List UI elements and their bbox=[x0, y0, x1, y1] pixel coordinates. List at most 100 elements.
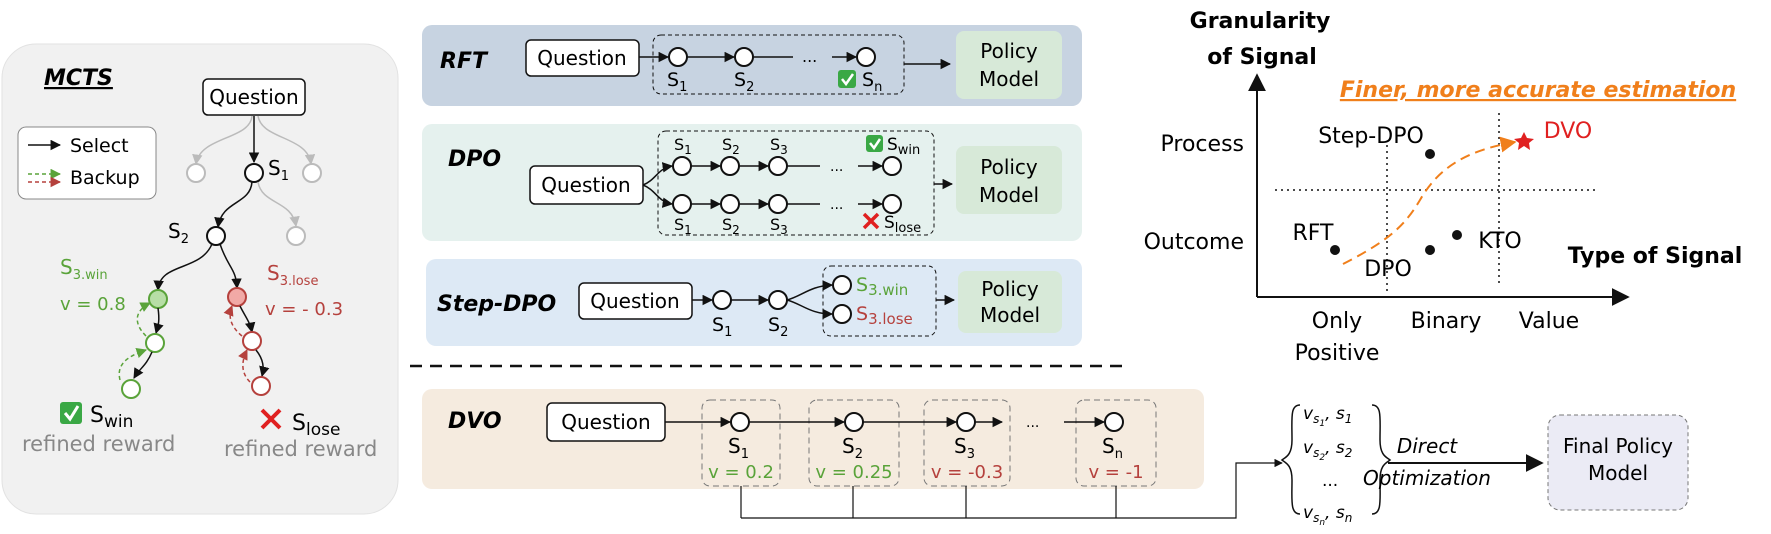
stepdpo-row: Step-DPO Question S1 S2 S3.win S3.lose P… bbox=[426, 259, 1082, 346]
dpo-question-label: Question bbox=[541, 173, 630, 197]
dpo-bottom-dots: ... bbox=[830, 197, 843, 213]
rft-label-sn: Sn bbox=[862, 69, 882, 95]
node-s2 bbox=[206, 226, 226, 246]
dvo-node-s2 bbox=[844, 412, 864, 432]
label-s1: S1 bbox=[268, 156, 289, 184]
lose-cross-icon bbox=[260, 408, 282, 430]
point-kto bbox=[1452, 230, 1462, 240]
point-rft bbox=[1330, 245, 1340, 255]
caption-refined-reward-lose: refined reward bbox=[224, 437, 377, 461]
dpo-label: DPO bbox=[448, 147, 501, 172]
rft-check-icon bbox=[838, 70, 856, 88]
node-s3-win bbox=[148, 289, 168, 309]
mcts-question-box bbox=[202, 78, 306, 116]
dvo-step-box bbox=[808, 399, 900, 487]
dvo-step-box bbox=[701, 399, 781, 487]
dpo-bottom-s2: S2 bbox=[722, 215, 740, 237]
dvo-dots: ... bbox=[1026, 415, 1039, 431]
final-policy-box bbox=[1547, 414, 1689, 511]
dvo-label: DVO bbox=[448, 409, 502, 434]
stepdpo-pair-box bbox=[822, 265, 937, 337]
rft-label-s2: S2 bbox=[734, 69, 754, 95]
dpo-top-dots: ... bbox=[830, 159, 843, 175]
stepdpo-policy-line1: Policy bbox=[981, 277, 1039, 301]
stepdpo-node-s1 bbox=[712, 290, 732, 310]
dvo-value-s2: v = 0.25 bbox=[815, 462, 892, 483]
label-s3-lose: S3.lose bbox=[267, 261, 318, 289]
dpo-pair-box bbox=[657, 130, 935, 236]
dpo-row: DPO Question S1 S2 S3 ... Swin ... bbox=[422, 124, 1082, 241]
dvo-label-s2: S2 bbox=[842, 434, 863, 462]
x-tick-positive: Positive bbox=[1295, 341, 1380, 366]
dpo-top-s2: S2 bbox=[722, 135, 740, 157]
dvo-collector bbox=[740, 458, 1283, 519]
label-s-win: Swin bbox=[90, 403, 133, 432]
select-edge bbox=[214, 181, 253, 229]
stepdpo-node-s2 bbox=[768, 290, 788, 310]
rft-label: RFT bbox=[440, 49, 489, 74]
dvo-node-sn bbox=[1104, 412, 1124, 432]
rft-policy-line1: Policy bbox=[980, 39, 1038, 63]
collector-arrow bbox=[741, 458, 1283, 519]
backup-edge-win bbox=[118, 348, 147, 381]
y-tick-outcome: Outcome bbox=[1144, 230, 1244, 255]
point-dpo bbox=[1425, 245, 1435, 255]
label-s2: S2 bbox=[168, 219, 189, 247]
dpo-label-slose: Slose bbox=[884, 213, 921, 236]
rft-policy-box bbox=[956, 31, 1062, 99]
final-policy-line1: Final Policy bbox=[1563, 434, 1673, 458]
mcts-title: MCTS bbox=[44, 66, 113, 91]
dvo-value-s1: v = 0.2 bbox=[708, 462, 774, 483]
direct-optimization: Direct Optimization bbox=[1363, 434, 1544, 490]
pair-2: vs2, s2 bbox=[1303, 438, 1352, 463]
dvo-row: DVO Question ... S1 S2 S3 Sn v = 0.2 v =… bbox=[422, 389, 1204, 489]
dpo-top-s1: S1 bbox=[674, 135, 692, 157]
point-label-dpo: DPO bbox=[1364, 257, 1412, 282]
dpo-cross-icon bbox=[862, 212, 880, 230]
stepdpo-label-lose: S3.lose bbox=[856, 303, 913, 328]
mcts-legend: Select Backup bbox=[17, 126, 157, 200]
value-s3-win: v = 0.8 bbox=[60, 294, 126, 315]
final-policy: Final Policy Model bbox=[1547, 414, 1689, 511]
stepdpo-question-box bbox=[578, 282, 693, 320]
dpo-win-node bbox=[882, 156, 902, 176]
dvo-question-label: Question bbox=[561, 410, 650, 434]
dpo-lose-node bbox=[882, 194, 902, 214]
dpo-top-node bbox=[672, 156, 692, 176]
left-brace bbox=[1280, 404, 1301, 515]
node-lose-mid bbox=[242, 331, 262, 351]
dpo-policy-line2: Model bbox=[979, 183, 1039, 207]
dpo-label-swin: Swin bbox=[887, 135, 920, 158]
trend-arrow bbox=[1342, 136, 1517, 265]
label-s-lose: Slose bbox=[292, 411, 340, 440]
dpo-bottom-node bbox=[768, 194, 788, 214]
gray-branch bbox=[192, 115, 253, 166]
unexplored-node bbox=[286, 226, 306, 246]
select-edge bbox=[255, 349, 270, 378]
point-label-rft: RFT bbox=[1293, 221, 1335, 246]
edge bbox=[642, 162, 674, 186]
legend-backup: Backup bbox=[70, 167, 140, 189]
dpo-bottom-node bbox=[672, 194, 692, 214]
edge bbox=[642, 184, 674, 208]
dpo-policy-box bbox=[956, 146, 1062, 214]
rft-question-box bbox=[525, 39, 640, 77]
rft-question-label: Question bbox=[537, 46, 626, 70]
select-edge bbox=[219, 243, 242, 290]
pair-n: vsn, sn bbox=[1303, 503, 1352, 528]
mcts-panel: MCTS Select Backup Question S1 S2 bbox=[1, 43, 399, 515]
node-s1 bbox=[244, 163, 264, 183]
right-brace bbox=[1371, 404, 1392, 515]
stepdpo-label-win: S3.win bbox=[856, 274, 908, 299]
y-axis-title-line2: of Signal bbox=[1207, 45, 1317, 70]
stepdpo-label: Step-DPO bbox=[437, 292, 556, 317]
dvo-node-s3 bbox=[956, 412, 976, 432]
x-tick-only: Only bbox=[1312, 309, 1362, 334]
dpo-bottom-node bbox=[720, 194, 740, 214]
dpo-top-node bbox=[720, 156, 740, 176]
edge bbox=[786, 299, 834, 320]
final-policy-line2: Model bbox=[1588, 461, 1648, 485]
stepdpo-label-s1: S1 bbox=[712, 314, 732, 340]
rft-dots: ... bbox=[802, 47, 817, 66]
